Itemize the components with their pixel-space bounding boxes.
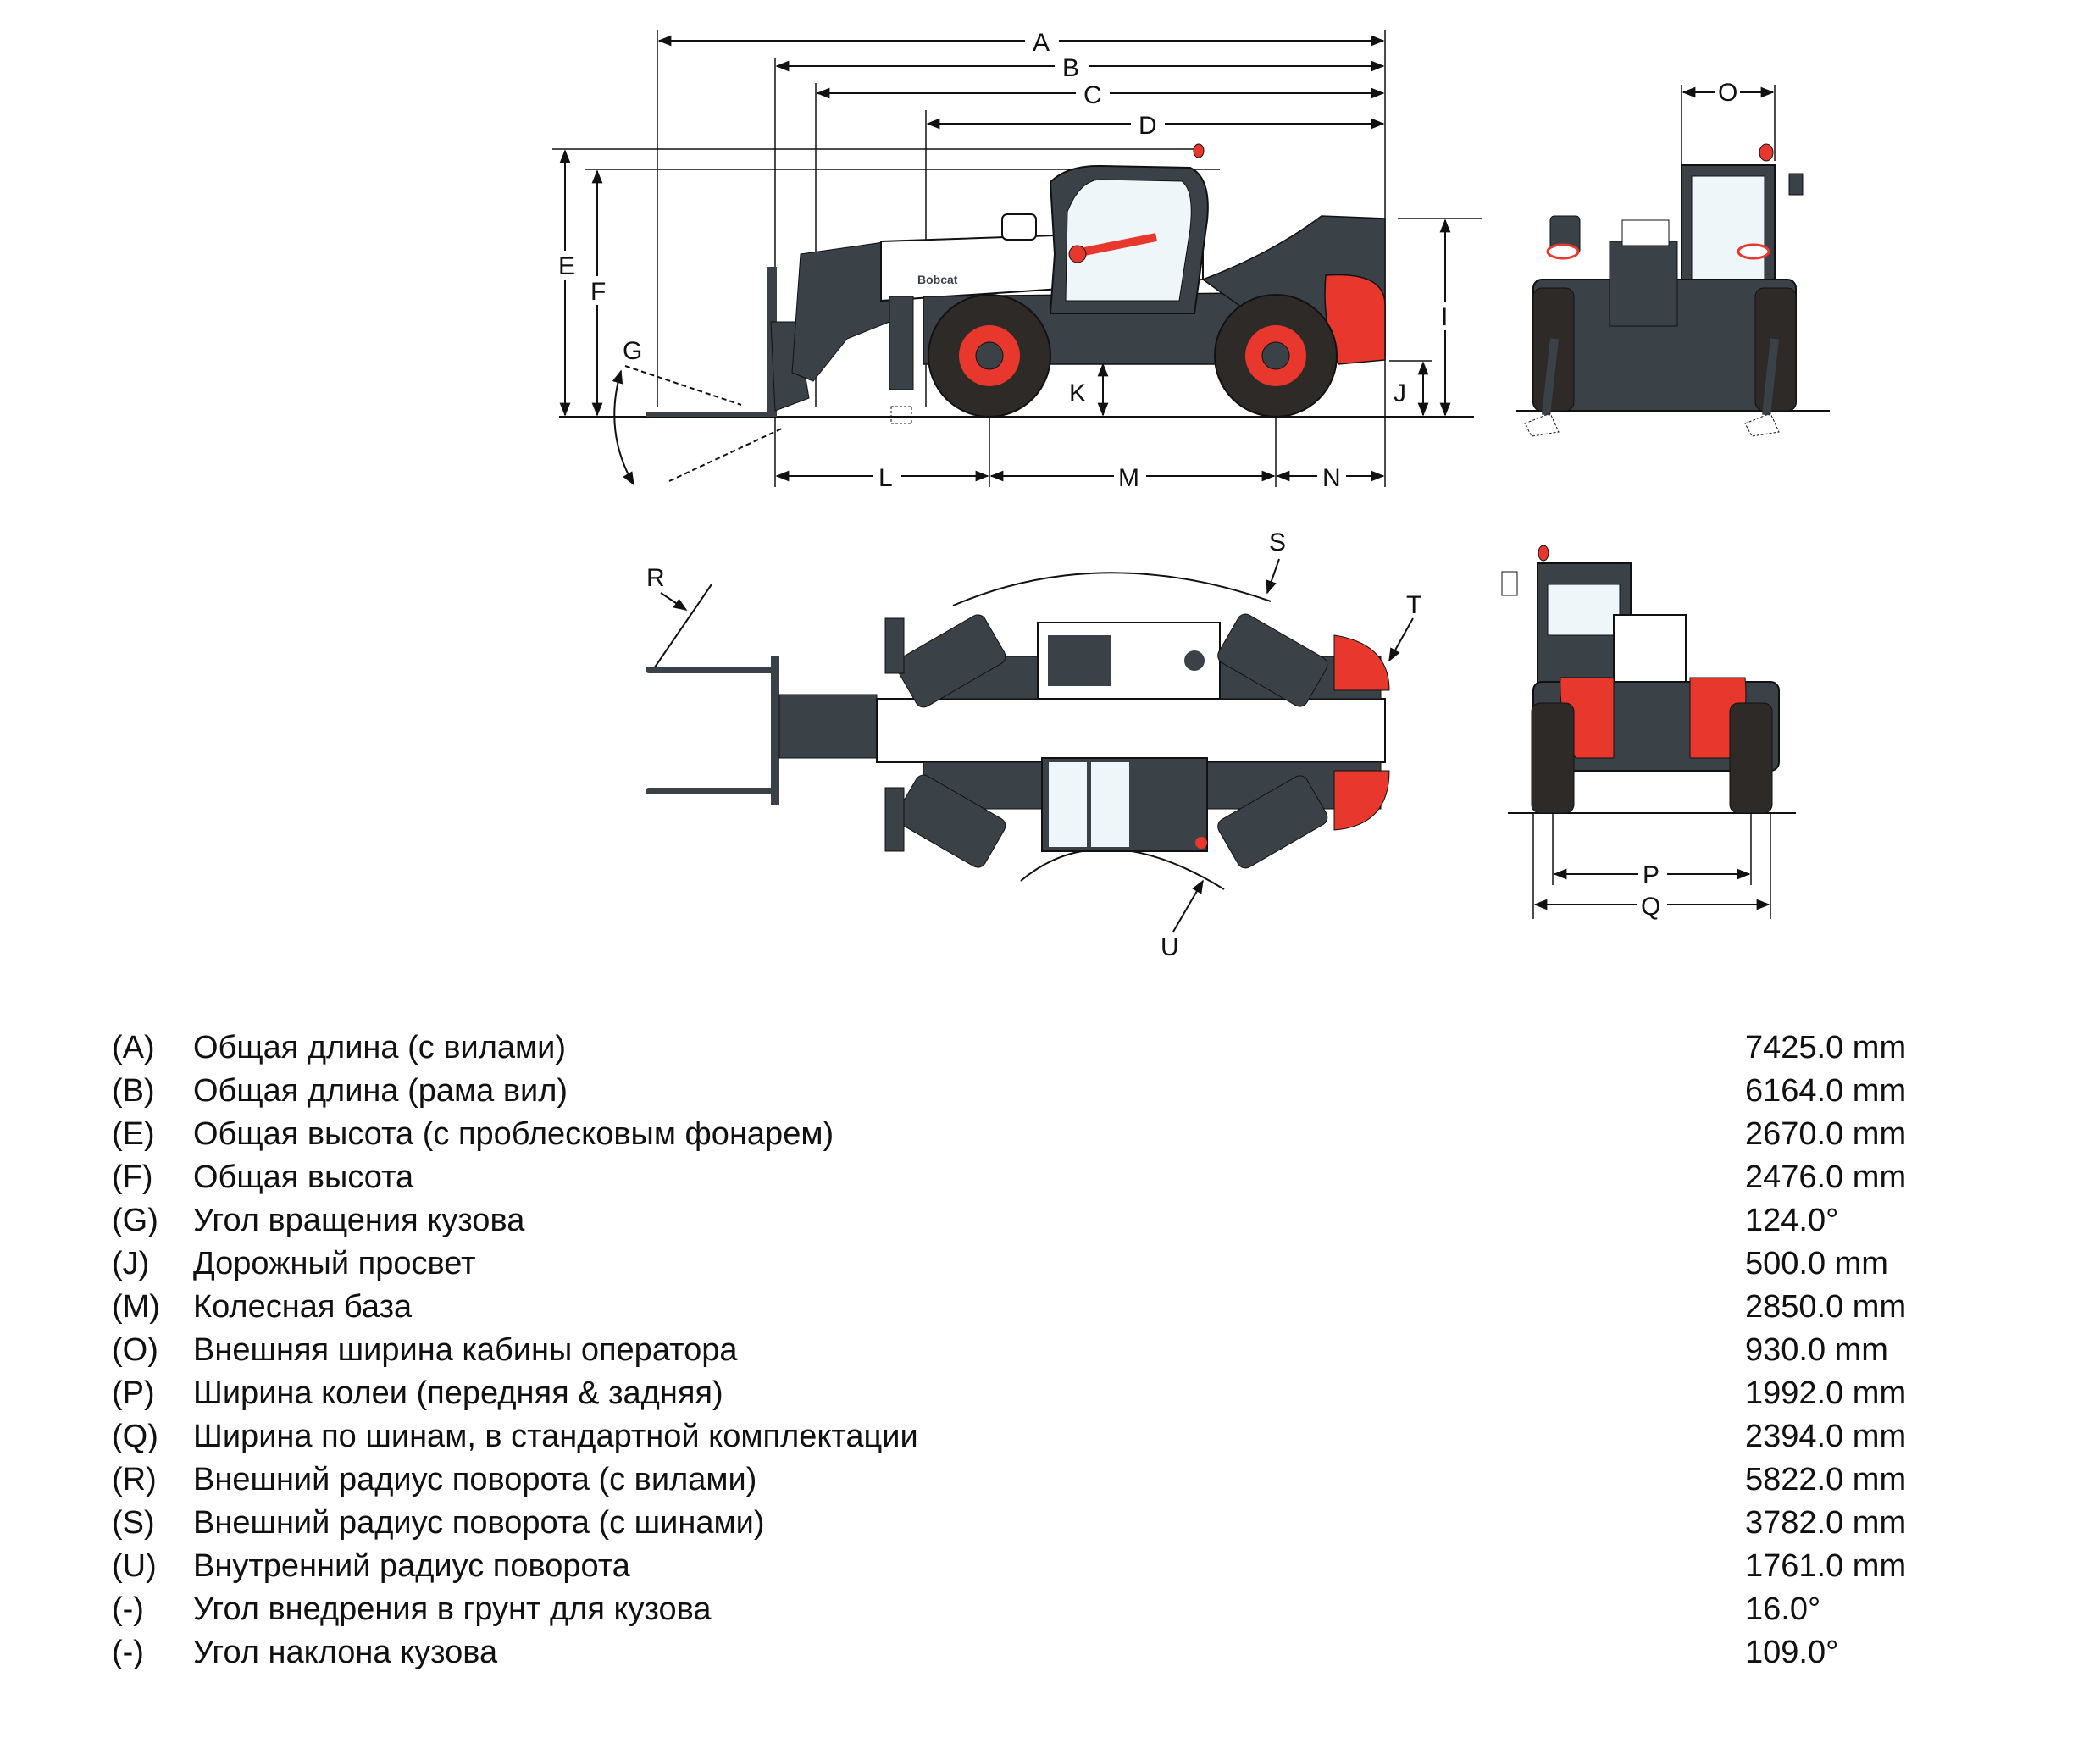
spec-code: (Q)	[112, 1419, 158, 1454]
spec-value: 6164.0 mm	[1745, 1073, 1907, 1109]
spec-code: (S)	[112, 1505, 155, 1541]
spec-value: 930.0 mm	[1745, 1332, 1888, 1368]
dim-label-l: L	[878, 464, 893, 492]
spec-code: (J)	[112, 1246, 150, 1281]
spec-value: 2850.0 mm	[1745, 1289, 1907, 1325]
spec-value: 1761.0 mm	[1745, 1548, 1907, 1584]
spec-value: 3782.0 mm	[1745, 1505, 1907, 1541]
top-view: R S T U	[646, 529, 1421, 961]
dim-label-b: B	[1062, 54, 1079, 82]
spec-label: Общая высота	[193, 1160, 414, 1195]
spec-code: (A)	[112, 1030, 155, 1065]
spec-label: Общая длина (рама вил)	[193, 1073, 568, 1109]
dim-label-c: C	[1083, 81, 1102, 109]
dim-label-d: D	[1139, 112, 1157, 140]
spec-label: Колесная база	[193, 1289, 413, 1325]
front-wheel	[928, 294, 1051, 418]
dim-label-i: I	[1441, 303, 1448, 331]
spec-value: 124.0°	[1745, 1203, 1839, 1238]
spec-row-j: (J) Дорожный просвет 500.0 mm	[112, 1243, 1933, 1286]
dim-label-g: G	[623, 337, 642, 365]
spec-row-q: (Q) Ширина по шинам, в стандартной компл…	[112, 1415, 1933, 1458]
spec-code: (O)	[112, 1332, 158, 1368]
spec-row-p: (P) Ширина колеи (передняя & задняя) 199…	[112, 1372, 1933, 1415]
spec-code: (-)	[112, 1591, 144, 1627]
spec-label: Общая длина (с вилами)	[193, 1030, 567, 1065]
dim-label-f: F	[590, 278, 606, 306]
spec-row-u: (U) Внутренний радиус поворота 1761.0 mm	[112, 1545, 1933, 1588]
dim-label-s: S	[1269, 529, 1286, 556]
dim-label-u: U	[1161, 933, 1179, 961]
spec-code: (B)	[112, 1073, 155, 1109]
spec-row-f: (F) Общая высота 2476.0 mm	[112, 1156, 1933, 1199]
spec-row-o: (O) Внешняя ширина кабины оператора 930.…	[112, 1329, 1933, 1372]
spec-label: Угол наклона кузова	[193, 1635, 498, 1670]
dim-label-j: J	[1394, 379, 1406, 407]
spec-row-m: (M) Колесная база 2850.0 mm	[112, 1286, 1933, 1329]
dim-label-o: O	[1718, 79, 1737, 107]
spec-code: (M)	[112, 1289, 160, 1325]
side-view: A B C D E F I J K L M N G	[552, 29, 1482, 492]
rear-view: P Q	[1501, 545, 1796, 921]
dim-label-a: A	[1033, 29, 1050, 57]
spec-value: 2394.0 mm	[1745, 1419, 1907, 1454]
spec-label: Угол внедрения в грунт для кузова	[193, 1591, 712, 1627]
spec-row-dig-angle: (-) Угол внедрения в грунт для кузова 16…	[112, 1588, 1933, 1631]
spec-value: 7425.0 mm	[1745, 1030, 1907, 1065]
dim-label-k: K	[1069, 379, 1086, 407]
spec-label: Угол вращения кузова	[193, 1203, 525, 1238]
spec-label: Внешний радиус поворота (с шинами)	[193, 1505, 765, 1541]
dim-label-m: M	[1118, 464, 1139, 492]
front-view: O	[1516, 79, 1830, 437]
spec-row-g: (G) Угол вращения кузова 124.0°	[112, 1199, 1933, 1243]
dimension-diagram: A B C D E F I J K L M N G	[552, 29, 1830, 961]
spec-code: (P)	[112, 1375, 155, 1411]
spec-value: 2476.0 mm	[1745, 1160, 1907, 1195]
spec-value: 1992.0 mm	[1745, 1375, 1907, 1411]
spec-label: Внешний радиус поворота (с вилами)	[193, 1462, 757, 1497]
dim-label-p: P	[1643, 861, 1659, 889]
spec-value: 16.0°	[1745, 1591, 1821, 1627]
dim-label-n: N	[1322, 464, 1341, 492]
dim-label-q: Q	[1641, 893, 1660, 921]
spec-code: (U)	[112, 1548, 157, 1584]
spec-value: 2670.0 mm	[1745, 1116, 1907, 1152]
dim-label-e: E	[558, 252, 575, 280]
spec-label: Общая высота (с проблесковым фонарем)	[193, 1116, 834, 1152]
spec-row-s: (S) Внешний радиус поворота (с шинами) 3…	[112, 1502, 1933, 1545]
spec-value: 500.0 mm	[1745, 1246, 1888, 1281]
spec-label: Ширина по шинам, в стандартной комплекта…	[193, 1419, 918, 1454]
spec-label: Внешняя ширина кабины оператора	[193, 1332, 738, 1368]
spec-value: 5822.0 mm	[1745, 1462, 1907, 1497]
spec-value: 109.0°	[1745, 1635, 1839, 1670]
spec-code: (-)	[112, 1635, 144, 1670]
dim-label-r: R	[646, 564, 665, 592]
spec-code: (R)	[112, 1462, 157, 1497]
spec-table: (A) Общая длина (с вилами) 7425.0 mm (B)…	[112, 1027, 1933, 1674]
spec-label: Внутренний радиус поворота	[193, 1548, 630, 1584]
spec-code: (F)	[112, 1160, 153, 1195]
boom-brand-text: Bobcat	[917, 273, 958, 286]
spec-row-dump-angle: (-) Угол наклона кузова 109.0°	[112, 1631, 1933, 1674]
spec-row-r: (R) Внешний радиус поворота (с вилами) 5…	[112, 1458, 1933, 1502]
rear-wheel	[1214, 294, 1338, 418]
spec-label: Ширина колеи (передняя & задняя)	[193, 1375, 723, 1411]
spec-code: (G)	[112, 1203, 158, 1238]
spec-label: Дорожный просвет	[193, 1246, 476, 1281]
dim-label-t: T	[1406, 591, 1421, 619]
spec-code: (E)	[112, 1116, 155, 1152]
spec-row-a: (A) Общая длина (с вилами) 7425.0 mm	[112, 1027, 1933, 1070]
spec-row-e: (E) Общая высота (с проблесковым фонарем…	[112, 1113, 1933, 1156]
spec-row-b: (B) Общая длина (рама вил) 6164.0 mm	[112, 1070, 1933, 1113]
